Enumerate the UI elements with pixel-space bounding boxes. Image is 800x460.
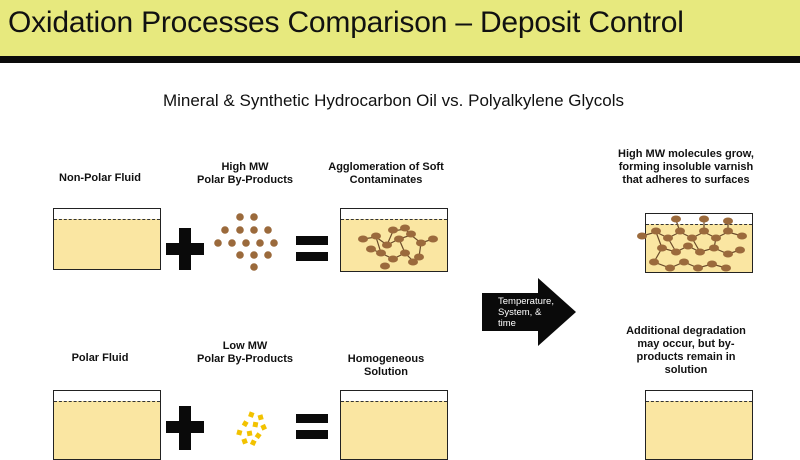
slide-title: Oxidation Processes Comparison – Deposit… bbox=[8, 6, 684, 39]
process-arrow-icon bbox=[482, 278, 576, 346]
fluid-fill bbox=[54, 219, 160, 269]
arrow-label-line2: System, & bbox=[498, 307, 542, 318]
non-polar-fluid-label: Non-Polar Fluid bbox=[40, 172, 160, 185]
varnish-beaker bbox=[645, 213, 753, 273]
low-mw-label-line1: Low MW bbox=[222, 340, 268, 352]
homogeneous-label: Homogeneous Solution bbox=[326, 353, 446, 379]
agglomeration-label-line2: Contaminates bbox=[349, 174, 423, 186]
high-mw-label-line2: Polar By-Products bbox=[197, 174, 293, 186]
polar-fluid-beaker bbox=[53, 390, 161, 460]
agglomeration-label: Agglomeration of Soft Contaminates bbox=[316, 161, 456, 187]
low-mw-particles-icon bbox=[236, 411, 267, 446]
varnish-outcome-line3: that adheres to surfaces bbox=[622, 174, 750, 186]
varnish-outcome-label: High MW molecules grow, forming insolubl… bbox=[606, 148, 766, 187]
agglomeration-beaker bbox=[340, 208, 448, 272]
degradation-outcome-line2: may occur, but by- bbox=[637, 338, 735, 350]
high-mw-byproducts-label: High MW Polar By-Products bbox=[185, 161, 305, 187]
low-mw-byproducts-label: Low MW Polar By-Products bbox=[185, 340, 305, 366]
agglomerated-particles-icon bbox=[358, 224, 438, 270]
arrow-label-line1: Temperature, bbox=[498, 296, 554, 307]
plus-icon bbox=[166, 228, 204, 270]
homogeneous-label-line2: Solution bbox=[364, 366, 408, 378]
varnish-outcome-line2: forming insoluble varnish bbox=[618, 161, 754, 173]
homogeneous-beaker bbox=[340, 390, 448, 460]
high-mw-label-line1: High MW bbox=[221, 161, 269, 173]
agglomeration-label-line1: Agglomeration of Soft bbox=[328, 161, 444, 173]
equals-icon bbox=[296, 236, 328, 261]
fluid-fill bbox=[54, 401, 160, 459]
plus-icon bbox=[166, 406, 204, 450]
equals-icon bbox=[296, 414, 328, 439]
non-polar-fluid-text: Non-Polar Fluid bbox=[59, 172, 141, 184]
arrow-label-line3: time bbox=[498, 318, 516, 329]
varnish-particles-icon bbox=[637, 215, 747, 272]
high-mw-particles-icon bbox=[214, 213, 278, 271]
polar-fluid-text: Polar Fluid bbox=[71, 352, 129, 364]
degradation-outcome-label: Additional degradation may occur, but by… bbox=[616, 325, 756, 377]
non-polar-fluid-beaker bbox=[53, 208, 161, 270]
fluid-fill bbox=[646, 401, 752, 459]
title-bar: Oxidation Processes Comparison – Deposit… bbox=[0, 0, 800, 56]
varnish-outcome-line1: High MW molecules grow, bbox=[618, 148, 754, 160]
homogeneous-label-line1: Homogeneous bbox=[347, 353, 425, 365]
polar-fluid-label: Polar Fluid bbox=[40, 352, 160, 365]
slide-subtitle: Mineral & Synthetic Hydrocarbon Oil vs. … bbox=[162, 91, 625, 110]
degradation-outcome-line3: products remain in bbox=[636, 351, 736, 363]
degradation-outcome-line1: Additional degradation bbox=[626, 325, 746, 337]
title-divider bbox=[0, 56, 800, 63]
arrow-label: Temperature, System, & time bbox=[498, 296, 558, 329]
degradation-beaker bbox=[645, 390, 753, 460]
low-mw-label-line2: Polar By-Products bbox=[197, 353, 293, 365]
fluid-fill bbox=[341, 401, 447, 459]
degradation-outcome-line4: solution bbox=[664, 364, 708, 376]
